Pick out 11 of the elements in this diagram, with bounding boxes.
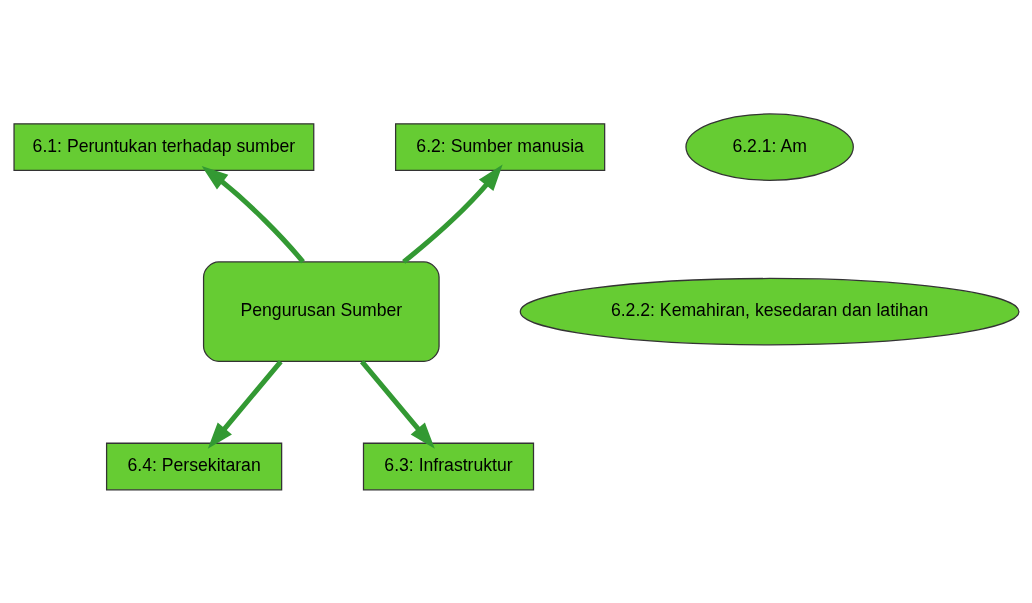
node-box: 6.2: Sumber manusia [394, 122, 605, 171]
node-ellipse: 6.2.1: Am [684, 112, 854, 181]
arrow [359, 359, 435, 449]
arrow [401, 164, 503, 264]
node-box: Pengurusan Sumber [202, 260, 440, 362]
node-ellipse: 6.2.2: Kemahiran, kesedaran dan latihan [519, 277, 1020, 345]
node-box: 6.1: Peruntukan terhadap sumber [12, 122, 314, 171]
arrow [201, 165, 305, 263]
node-box: 6.4: Persekitaran [105, 442, 282, 490]
node-box: 6.3: Infrastruktur [362, 442, 534, 490]
arrow [207, 359, 283, 449]
